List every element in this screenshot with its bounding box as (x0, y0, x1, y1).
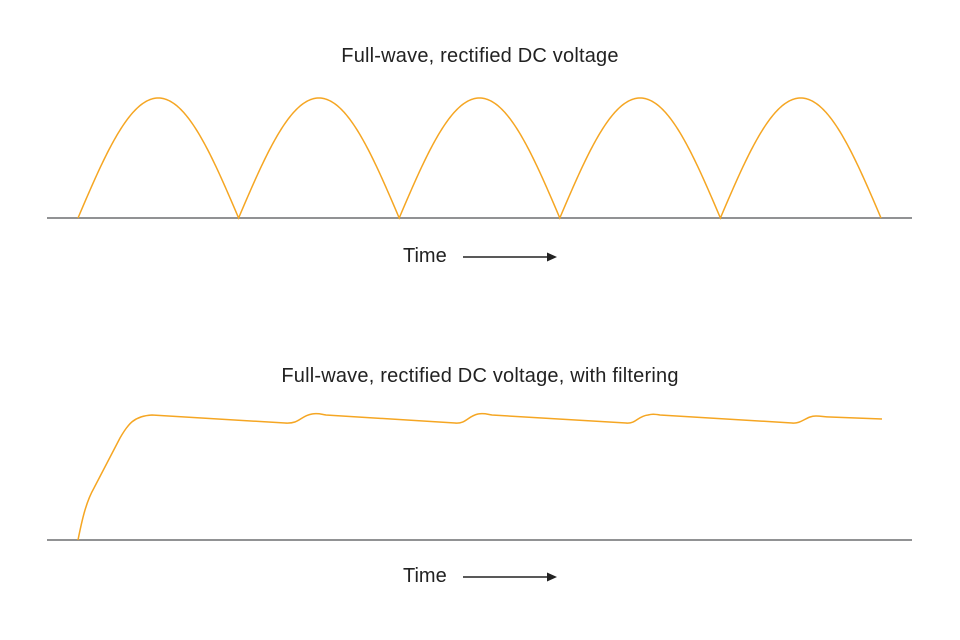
right-arrow-icon (463, 572, 557, 582)
filtered-waveform (77, 412, 883, 541)
panel-title: Full-wave, rectified DC voltage (341, 45, 619, 67)
time-axis-label: Time (403, 245, 447, 267)
panel-title: Full-wave, rectified DC voltage, with fi… (281, 365, 679, 387)
waveform-diagram (47, 97, 912, 220)
rectified-waveform (77, 97, 882, 220)
right-arrow-icon (463, 252, 557, 262)
time-axis-label: Time (403, 565, 447, 587)
waveform-diagram (47, 412, 912, 541)
panel-filtered: Full-wave, rectified DC voltage, with fi… (0, 320, 960, 640)
panel-unfiltered: Full-wave, rectified DC voltage Time (47, 45, 912, 267)
